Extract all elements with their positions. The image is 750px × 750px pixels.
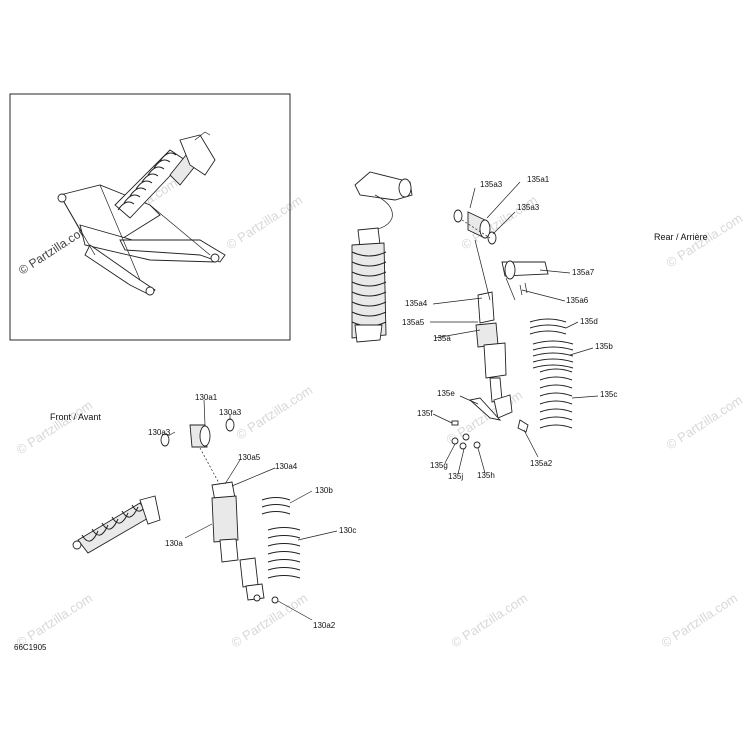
callout-135a: 135a [433,334,451,343]
callout-135a2: 135a2 [530,459,553,468]
callout-135c: 135c [600,390,617,399]
callout-135a3: 135a3 [517,203,540,212]
watermark: © Partzilla.com [663,392,745,452]
watermark: © Partzilla.com [658,590,740,650]
callout-135a5: 135a5 [402,318,425,327]
watermark: © Partzilla.com [13,397,95,457]
callout-130a5: 130a5 [238,453,261,462]
callout-135d: 135d [580,317,598,326]
callout-135a4: 135a4 [405,299,428,308]
rear-shock-assembly-view [351,171,413,343]
callout-130b: 130b [315,486,333,495]
callout-130a3: 130a3 [148,428,171,437]
callout-135a1: 135a1 [527,175,550,184]
callout-135h: 135h [477,471,495,480]
figure-code: 66C1905 [14,643,47,652]
callout-135b: 135b [595,342,613,351]
callout-130a2: 130a2 [313,621,336,630]
watermark: © Partzilla.com [448,590,530,650]
watermark: © Partzilla.com [13,590,95,650]
callout-135j: 135j [448,472,463,481]
callout-135e: 135e [437,389,455,398]
callout-130a3: 130a3 [219,408,242,417]
callout-135a3: 135a3 [480,180,503,189]
rear-callouts: 135a3 135a1 135a3 135a7 135a6 135a4 135a… [402,175,617,481]
callout-135f: 135f [417,409,433,418]
rear-shock-exploded [451,209,574,450]
front-shock-assembly-view [72,495,161,554]
callout-130c: 130c [339,526,356,535]
watermark: © Partzilla.com [233,382,315,442]
callout-130a4: 130a4 [275,462,298,471]
watermark: © Partzilla.com [223,192,305,252]
callout-135a7: 135a7 [572,268,595,277]
leader-lines [167,181,599,621]
callout-135g: 135g [430,461,448,470]
callout-130a1: 130a1 [195,393,218,402]
front-callouts: 130a1 130a3 130a3 130a5 130a4 130b 130c … [148,393,356,630]
front-caption: Front / Avant [50,412,101,422]
rear-caption: Rear / Arrière [654,232,708,242]
callout-135a6: 135a6 [566,296,589,305]
front-shock-exploded [160,418,301,604]
inset-overview: © Partzilla.com [9,93,291,341]
watermark: © Partzilla.com [228,590,310,650]
callout-130a: 130a [165,539,183,548]
